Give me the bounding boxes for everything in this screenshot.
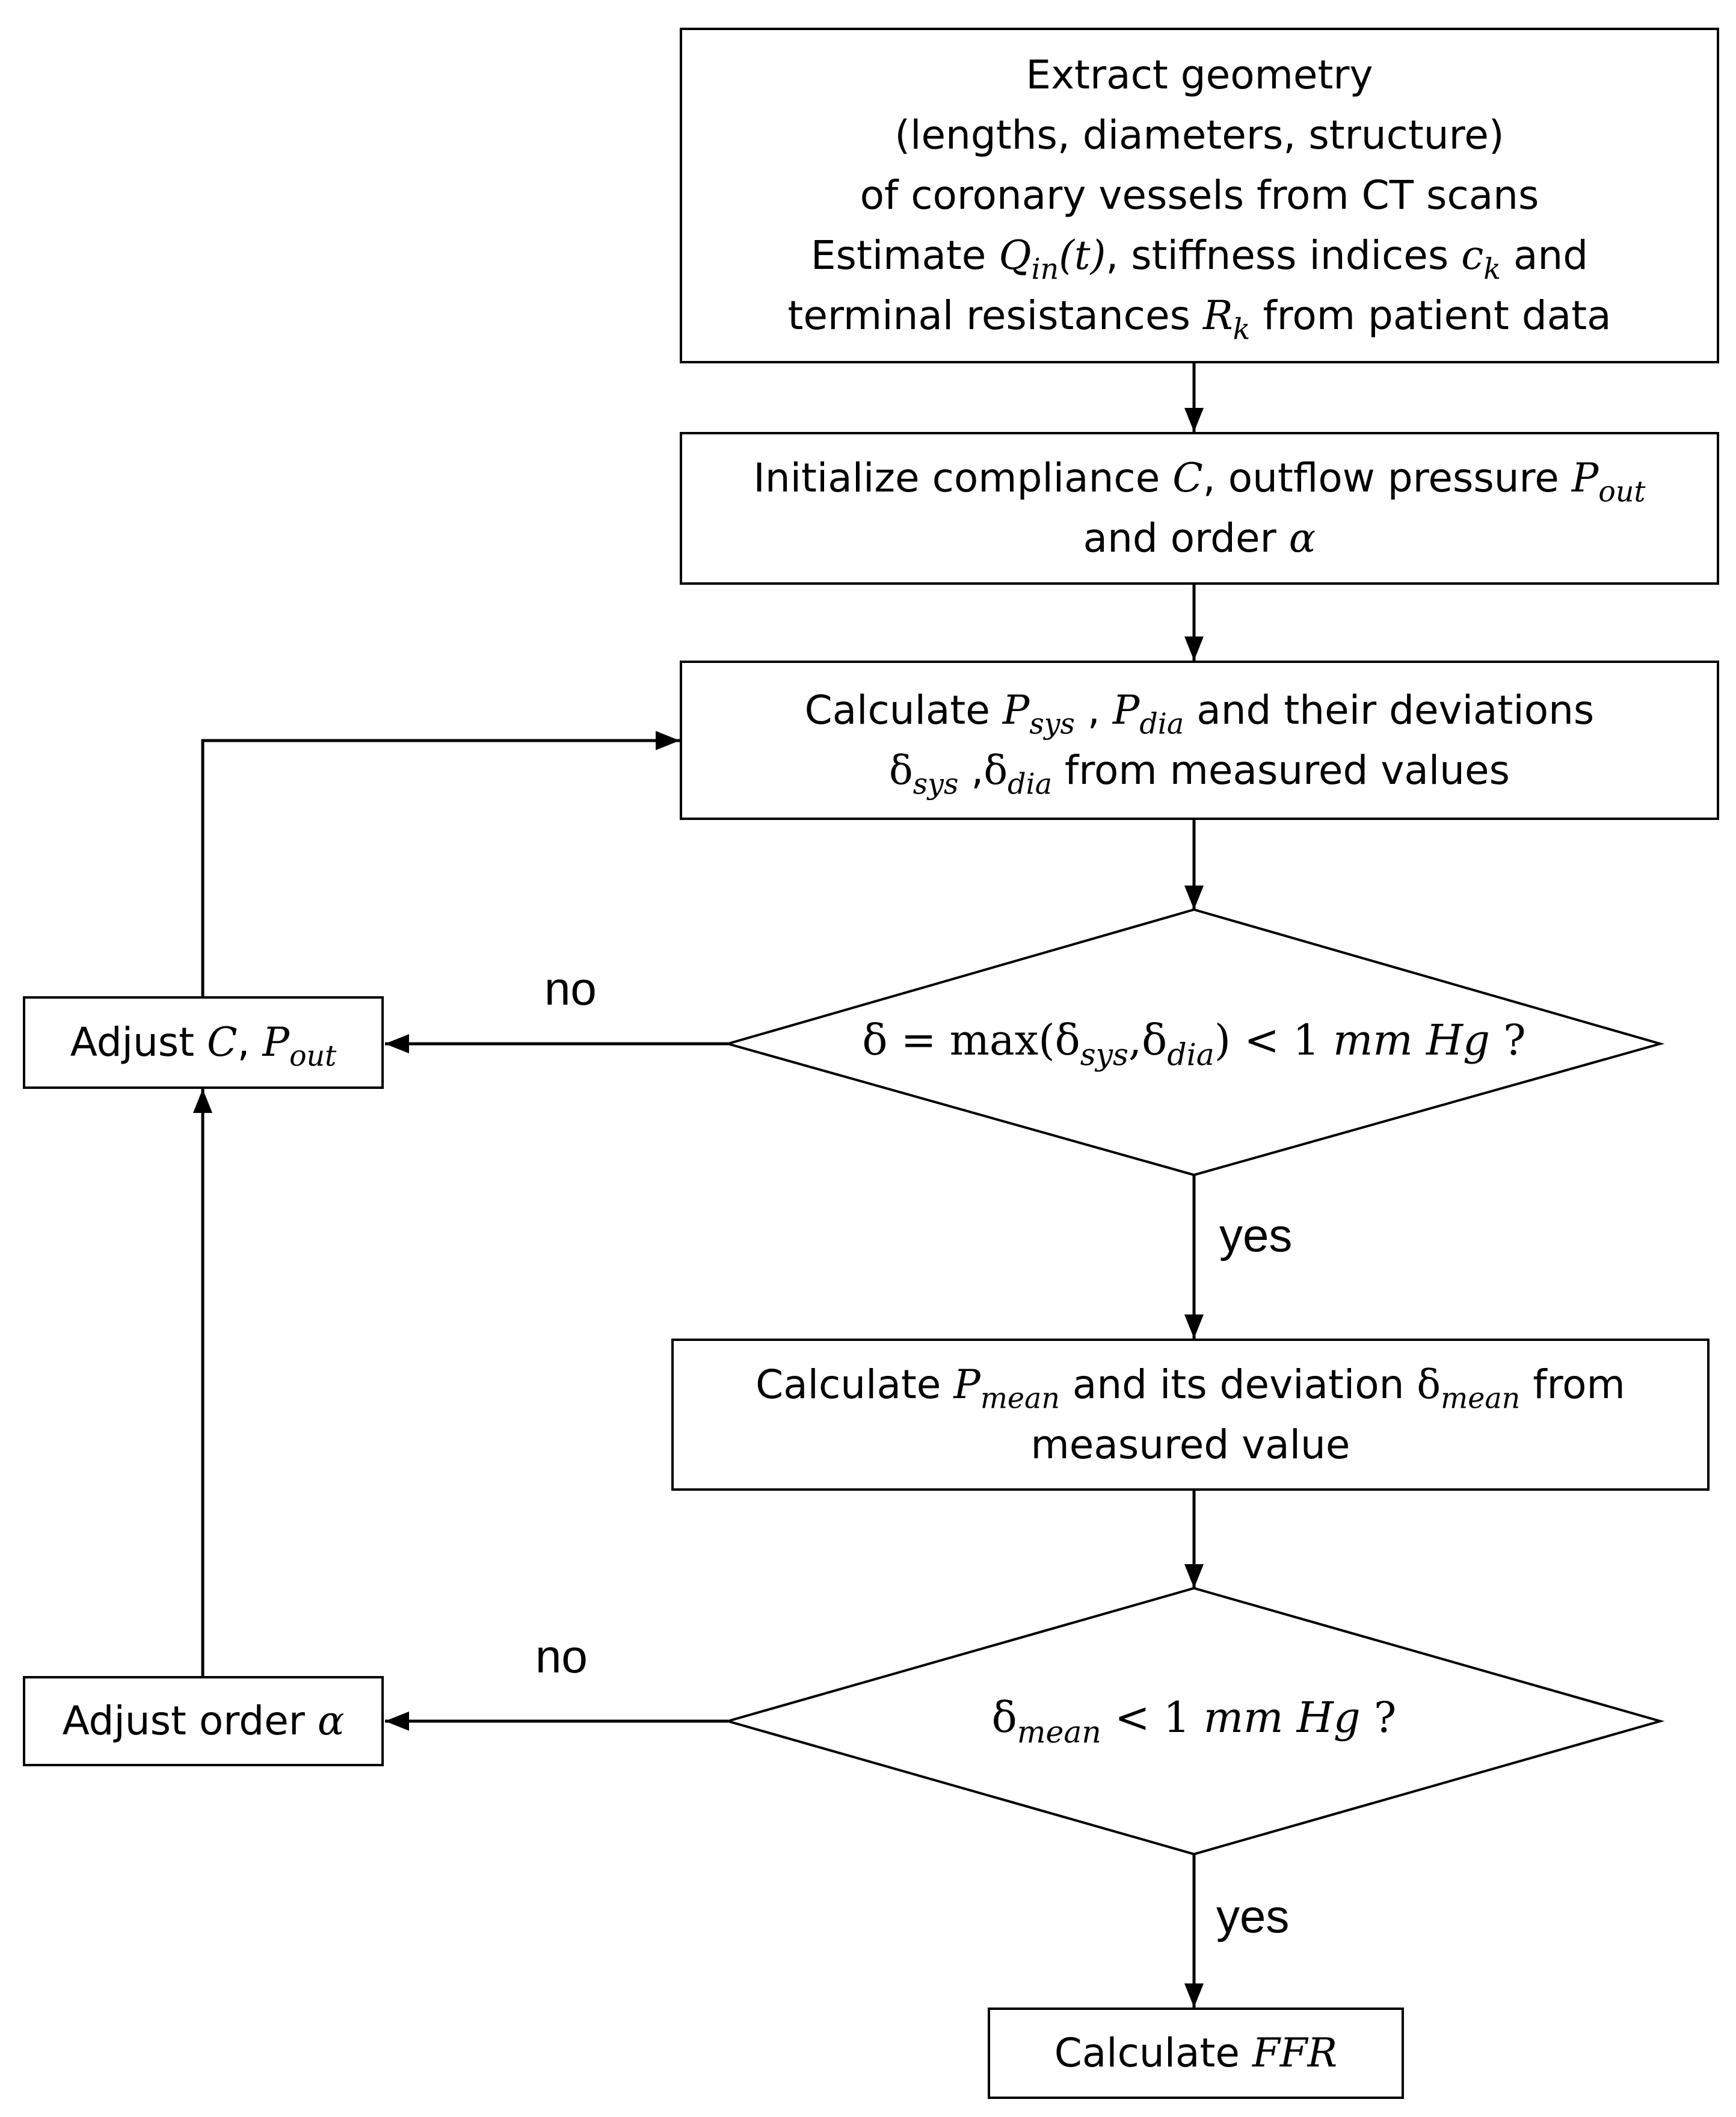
delta-dia: δ — [1142, 1015, 1168, 1065]
q-symbol: Q — [999, 232, 1032, 279]
calculate-mean-text: Calculate — [756, 1361, 941, 1408]
stiffness-text: , stiffness indices — [1106, 232, 1449, 279]
initialize-text: Initialize compliance — [753, 455, 1160, 501]
adjust-comma: , — [237, 1019, 250, 1065]
alpha-symbol-adjust: α — [317, 1698, 345, 1744]
adjust-order-text: Adjust order — [62, 1698, 305, 1744]
adjust-c-pout-box: Adjust C, Pout — [23, 996, 384, 1089]
question-mark-d2: ? — [1360, 1693, 1397, 1742]
delta-dia-symbol: δ — [983, 747, 1008, 793]
adjust-order-line: Adjust order α — [63, 1691, 345, 1751]
arrow-adjustc-to-calc — [201, 731, 680, 996]
p-symbol-adjust: P — [262, 1019, 289, 1065]
p-dia-symbol: P — [1112, 686, 1140, 733]
calc-ffr-line: Calculate FFR — [1054, 2023, 1338, 2083]
c-symbol-adjust: C — [207, 1019, 238, 1065]
decision-diamond-1 — [723, 908, 1665, 1177]
decision-2-text: δmean < 1 mm Hg ? — [800, 1693, 1588, 1747]
calc-mean-line-1: Calculate Pmean and its deviation δmean … — [756, 1355, 1625, 1415]
adjust-c-line: Adjust C, Pout — [70, 1012, 337, 1073]
p-out-subscript-adjust: out — [289, 1040, 337, 1073]
decision-diamond-2 — [723, 1586, 1665, 1856]
initialize-line-2: and order α — [1083, 508, 1316, 569]
delta-mean-symbol: δ — [1417, 1361, 1441, 1408]
and-text: and — [1513, 232, 1589, 279]
c-symbol: c — [1461, 232, 1484, 279]
delta-sys-subscript: sys — [913, 768, 959, 801]
q-subscript: in — [1031, 253, 1059, 286]
yes-label-2: yes — [1216, 1890, 1290, 1943]
calc-sys-dia-line-1: Calculate Psys , Pdia and their deviatio… — [805, 680, 1595, 741]
p-mean-subscript: mean — [980, 1382, 1060, 1416]
extract-line-1: Extract geometry — [1026, 52, 1373, 98]
adjust-order-box: Adjust order α — [23, 1676, 384, 1766]
dia-subscript: dia — [1167, 1037, 1214, 1073]
p-sys-subscript: sys — [1029, 707, 1075, 741]
delta-mean-subscript: mean — [1441, 1382, 1521, 1416]
calculate-ffr-text: Calculate — [1054, 2030, 1240, 2076]
mean-subscript-d2: mean — [1017, 1714, 1101, 1750]
deviations-text: and their deviations — [1196, 686, 1595, 733]
comma-1: , — [1087, 686, 1100, 733]
comma: , — [1128, 1015, 1142, 1065]
less-than-one: < 1 — [1231, 1015, 1334, 1065]
less-than-one-d2: < 1 — [1101, 1693, 1204, 1742]
c-subscript: k — [1483, 253, 1501, 286]
initialize-line-1: Initialize compliance C, outflow pressur… — [753, 448, 1645, 508]
extract-line-5: terminal resistances Rk from patient dat… — [787, 286, 1611, 346]
p-out-subscript: out — [1598, 475, 1646, 509]
comma-2: , — [971, 747, 984, 793]
question-mark: ? — [1489, 1015, 1526, 1065]
terminal-text: terminal resistances — [787, 292, 1190, 339]
estimate-text: Estimate — [810, 232, 987, 279]
p-sys-symbol: P — [1002, 686, 1030, 733]
calculate-text: Calculate — [804, 686, 990, 733]
decision-1-text: δ = max(δsys,δdia) < 1 mm Hg ? — [800, 1015, 1588, 1070]
close-paren: ) — [1214, 1015, 1231, 1065]
no-label-1: no — [544, 962, 597, 1015]
p-out-symbol: P — [1571, 455, 1599, 501]
its-deviation-text: and its deviation — [1072, 1361, 1405, 1408]
calc-mean-box: Calculate Pmean and its deviation δmean … — [671, 1339, 1710, 1491]
initialize-box: Initialize compliance C, outflow pressur… — [680, 432, 1719, 585]
equals-max: = max( — [887, 1015, 1055, 1065]
from-text: from — [1533, 1361, 1625, 1408]
extract-geometry-box: Extract geometry (lengths, diameters, st… — [680, 28, 1719, 363]
r-symbol: R — [1202, 292, 1233, 339]
r-subscript: k — [1233, 313, 1251, 347]
extract-line-3: of coronary vessels from CT scans — [860, 172, 1539, 218]
mm-hg-unit: mm Hg — [1333, 1015, 1490, 1065]
delta-sys: δ — [1054, 1015, 1080, 1065]
mm-hg-unit-d2: mm Hg — [1203, 1693, 1361, 1742]
alpha-symbol: α — [1288, 515, 1316, 561]
delta-dia-subscript: dia — [1008, 768, 1053, 801]
patient-data-text: from patient data — [1263, 292, 1611, 339]
delta-mean-d2: δ — [991, 1693, 1017, 1742]
adjust-text: Adjust — [70, 1019, 195, 1065]
no-label-2: no — [535, 1630, 588, 1683]
calc-sys-dia-line-2: δsys ,δdia from measured values — [889, 741, 1510, 801]
p-mean-symbol: P — [953, 1361, 980, 1408]
measured-values-text: from measured values — [1065, 747, 1510, 793]
and-order-text: and order — [1083, 515, 1276, 561]
outflow-text: , outflow pressure — [1202, 455, 1559, 501]
ffr-symbol: FFR — [1252, 2030, 1338, 2076]
extract-line-4: Estimate Qin(t), stiffness indices ck an… — [811, 226, 1588, 286]
c-compliance-symbol: C — [1172, 455, 1203, 501]
calc-sys-dia-box: Calculate Psys , Pdia and their deviatio… — [680, 661, 1719, 820]
t-argument: (t) — [1059, 232, 1106, 279]
delta-sys-symbol: δ — [889, 747, 913, 793]
calc-mean-line-2: measured value — [1030, 1421, 1350, 1468]
extract-line-2: (lengths, diameters, structure) — [894, 112, 1504, 158]
sys-subscript: sys — [1080, 1037, 1128, 1073]
delta-symbol: δ — [862, 1015, 888, 1065]
p-dia-subscript: dia — [1139, 707, 1184, 741]
yes-label-1: yes — [1219, 1209, 1293, 1262]
calc-ffr-box: Calculate FFR — [988, 2008, 1404, 2099]
